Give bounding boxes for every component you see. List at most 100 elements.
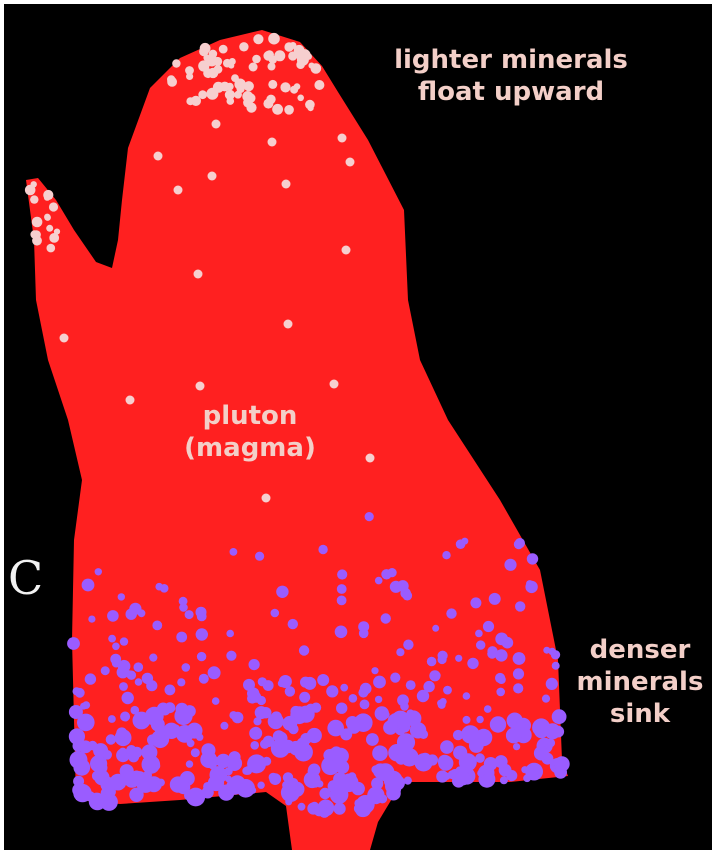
light-mineral-dot xyxy=(330,380,339,389)
light-mineral-dot xyxy=(172,59,180,67)
dense-mineral-dot xyxy=(212,697,220,705)
dense-mineral-dot xyxy=(191,748,200,757)
dense-mineral-dot xyxy=(443,773,450,780)
light-mineral-dot xyxy=(154,152,163,161)
dense-mineral-dot xyxy=(281,740,295,754)
dense-mineral-dot xyxy=(257,696,266,705)
dense-mineral-dot xyxy=(340,684,348,692)
light-mineral-dot xyxy=(30,230,38,238)
dense-mineral-dot xyxy=(456,771,471,786)
dense-mineral-dot xyxy=(358,688,368,698)
dense-mineral-dot xyxy=(355,801,371,817)
pluton-label: pluton (magma) xyxy=(175,400,325,464)
dense-mineral-dot xyxy=(230,548,238,556)
dense-mineral-dot xyxy=(400,702,409,711)
dense-mineral-dot xyxy=(463,716,471,724)
dense-mineral-dot xyxy=(495,633,508,646)
dense-mineral-dot xyxy=(299,692,310,703)
light-mineral-dot xyxy=(342,246,351,255)
dense-mineral-dot xyxy=(513,683,523,693)
dense-mineral-dot xyxy=(308,768,315,775)
dense-mineral-dot xyxy=(521,766,528,773)
denser-minerals-line3: sink xyxy=(570,698,710,730)
light-mineral-dot xyxy=(234,79,245,90)
dense-mineral-dot xyxy=(375,577,383,585)
dense-mineral-dot xyxy=(514,539,524,549)
dense-mineral-dot xyxy=(484,705,492,713)
dense-mineral-dot xyxy=(298,803,306,811)
dense-mineral-dot xyxy=(279,675,292,688)
light-mineral-dot xyxy=(280,82,290,92)
dense-mineral-dot xyxy=(349,694,358,703)
dense-mineral-dot xyxy=(319,807,330,818)
light-mineral-dot xyxy=(60,334,69,343)
light-mineral-dot xyxy=(199,47,208,56)
dense-mineral-dot xyxy=(373,676,386,689)
dense-mineral-dot xyxy=(120,637,128,645)
dense-mineral-dot xyxy=(463,692,471,700)
light-mineral-dot xyxy=(32,217,43,228)
light-mineral-dot xyxy=(284,320,293,329)
light-mineral-dot xyxy=(346,158,355,167)
light-mineral-dot xyxy=(213,57,222,66)
light-mineral-dot xyxy=(249,63,258,72)
dense-mineral-dot xyxy=(75,688,85,698)
dense-mineral-dot xyxy=(403,640,413,650)
light-mineral-dot xyxy=(198,90,207,99)
dense-mineral-dot xyxy=(455,655,462,662)
denser-minerals-label: denser minerals sink xyxy=(570,634,710,730)
dense-mineral-dot xyxy=(119,682,128,691)
dense-mineral-dot xyxy=(552,709,567,724)
dense-mineral-dot xyxy=(483,621,494,632)
pluton-line2: (magma) xyxy=(175,432,325,464)
dense-mineral-dot xyxy=(186,760,193,767)
dense-mineral-dot xyxy=(543,647,550,654)
light-mineral-dot xyxy=(46,225,53,232)
dense-mineral-dot xyxy=(382,711,390,719)
dense-mineral-dot xyxy=(247,687,259,699)
dense-mineral-dot xyxy=(335,626,348,639)
dense-mineral-dot xyxy=(199,674,209,684)
dense-mineral-dot xyxy=(348,772,356,780)
dense-mineral-dot xyxy=(366,733,379,746)
dense-mineral-dot xyxy=(106,734,116,744)
light-mineral-dot xyxy=(126,396,135,405)
dense-mineral-dot xyxy=(375,696,382,703)
dense-mineral-dot xyxy=(196,628,208,640)
dense-mineral-dot xyxy=(244,766,253,775)
dense-mineral-dot xyxy=(102,750,112,760)
dense-mineral-dot xyxy=(542,695,550,703)
light-mineral-dot xyxy=(242,91,253,102)
dense-mineral-dot xyxy=(171,724,181,734)
light-mineral-dot xyxy=(194,270,203,279)
dense-mineral-dot xyxy=(553,726,565,738)
light-mineral-dot xyxy=(185,66,194,75)
light-mineral-dot xyxy=(196,382,205,391)
dense-mineral-dot xyxy=(257,782,264,789)
dense-mineral-dot xyxy=(69,705,83,719)
dense-mineral-dot xyxy=(112,643,120,651)
light-mineral-dot xyxy=(219,45,228,54)
dense-mineral-dot xyxy=(477,769,484,776)
dense-mineral-dot xyxy=(122,692,134,704)
dense-mineral-dot xyxy=(476,640,485,649)
lighter-minerals-label: lighter minerals float upward xyxy=(386,44,636,108)
dense-mineral-dot xyxy=(288,788,296,796)
dense-mineral-dot xyxy=(500,776,508,784)
pluton-line1: pluton xyxy=(175,400,325,432)
denser-minerals-line2: minerals xyxy=(570,666,710,698)
light-mineral-dot xyxy=(268,80,277,89)
dense-mineral-dot xyxy=(438,756,453,771)
dense-mineral-dot xyxy=(200,751,217,768)
dense-mineral-dot xyxy=(388,568,397,577)
dense-mineral-dot xyxy=(371,667,378,674)
dense-mineral-dot xyxy=(467,658,478,669)
dense-mineral-dot xyxy=(476,716,483,723)
dense-mineral-dot xyxy=(73,784,91,802)
dense-mineral-dot xyxy=(513,743,520,750)
dense-mineral-dot xyxy=(95,568,102,575)
dense-mineral-dot xyxy=(170,776,186,792)
dense-mineral-dot xyxy=(327,720,344,737)
light-mineral-dot xyxy=(308,105,314,111)
